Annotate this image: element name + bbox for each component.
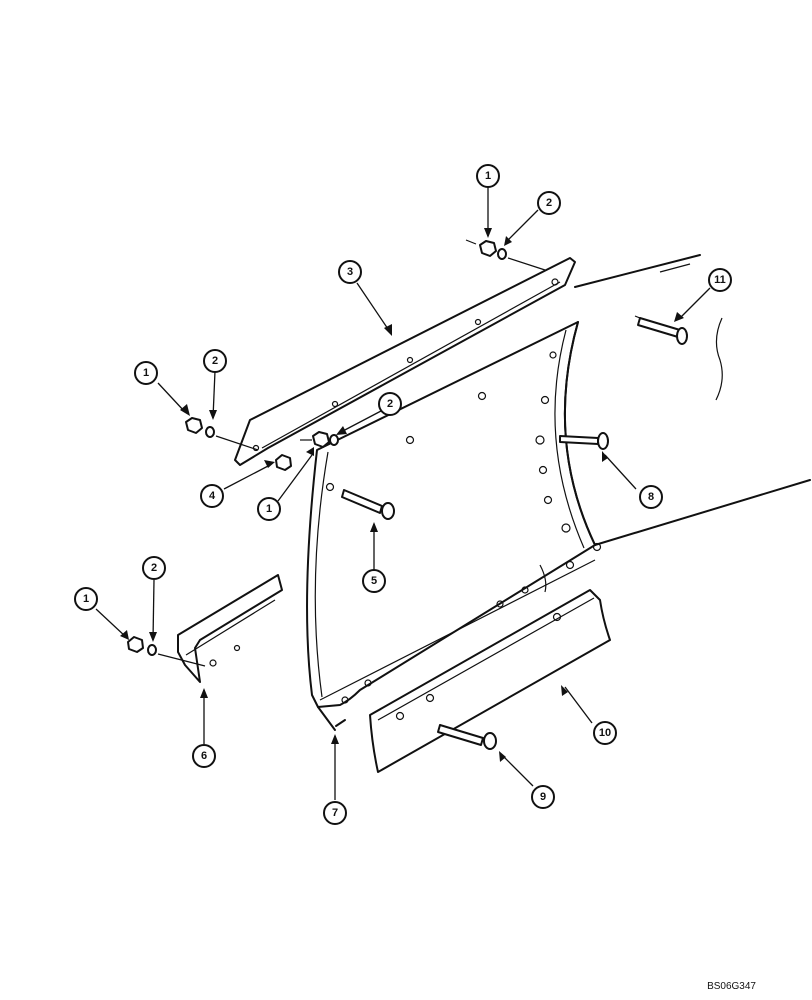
blade-body-outline [574,254,811,546]
bolt-11 [634,315,688,345]
callout-label: 1 [83,593,89,605]
callout-11: 11 [708,268,732,292]
callout-label: 2 [546,197,552,209]
nut-washer-center [300,431,339,448]
callout-3: 3 [338,260,362,284]
callout-4: 4 [200,484,224,508]
callout-label: 10 [599,727,611,739]
callout-2-left: 2 [203,349,227,373]
top-angle-bar [234,257,576,466]
nut-washer-lower [127,636,206,667]
callout-label: 4 [209,490,216,502]
callout-2-center: 2 [378,392,402,416]
callout-1-left: 1 [134,361,158,385]
callout-1-top: 1 [476,164,500,188]
cutting-edge [369,589,611,773]
callout-label: 6 [201,750,207,762]
callout-label: 3 [347,266,353,278]
callout-label: 2 [212,355,218,367]
callout-label: 11 [714,274,726,286]
spacer-4 [275,454,292,471]
bolt-5 [341,489,395,520]
callout-label: 2 [387,398,393,410]
bolt-8 [559,432,609,450]
callout-9: 9 [531,785,555,809]
lower-angle-bar [177,574,283,683]
callout-1-center: 1 [257,497,281,521]
callout-7: 7 [323,801,347,825]
callout-label: 8 [648,491,654,503]
callout-1-lower: 1 [74,587,98,611]
nut-washer-left [185,417,259,451]
callout-label: 9 [540,791,546,803]
callout-label: 1 [266,503,272,515]
callout-label: 1 [143,367,149,379]
callout-10: 10 [593,721,617,745]
figure-reference-code: BS06G347 [707,981,756,992]
nut-washer-top [465,239,546,271]
callout-2-top: 2 [537,191,561,215]
callout-label: 1 [485,170,491,182]
callout-label: 2 [151,562,157,574]
bolt-9 [437,724,497,750]
callout-label: 7 [332,807,338,819]
leader-lines [95,186,711,800]
callout-2-lower: 2 [142,556,166,580]
callout-label: 5 [371,575,377,587]
callout-8: 8 [639,485,663,509]
callout-6: 6 [192,744,216,768]
callout-5: 5 [362,569,386,593]
moldboard-end-plate [306,321,602,731]
